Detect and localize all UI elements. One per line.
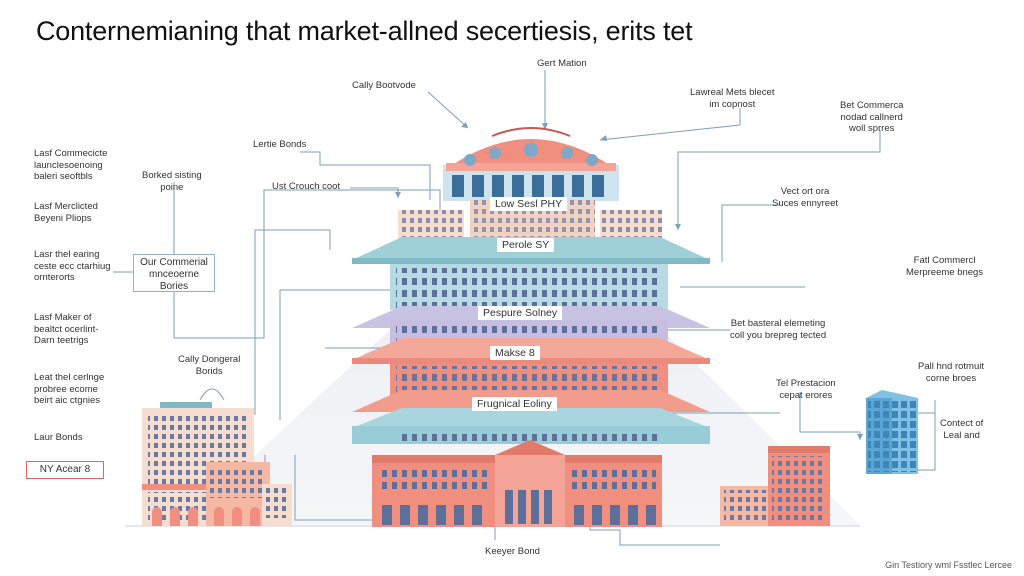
- right-buildings: [720, 446, 830, 526]
- label-ust-crouch: Ust Crouch coot: [272, 181, 341, 192]
- label-tol-prestaton: Tel Prestacion cepat erores: [776, 378, 836, 401]
- label-cally-bootvode: Cally Bootvode: [352, 80, 416, 91]
- tag-frugnical: Frugnical Eoliny: [472, 397, 557, 411]
- left-label-1: Lasf Commecicte launclesoenoing baleri s…: [34, 148, 108, 182]
- label-vect-ort: Vect ort ora Suces ennyreet: [772, 186, 839, 209]
- left-label-5: Leat thel cerlnge probree ecome beirt ai…: [34, 372, 105, 406]
- label-bet-commerca: Bet Commerca nodad callnerd woll sprres: [840, 100, 904, 134]
- base-building: [372, 440, 662, 527]
- box-ny-acear: NY Acear 8: [26, 461, 104, 479]
- dome: [443, 127, 619, 201]
- tag-low-seel: Low Sesl PHY: [490, 197, 568, 211]
- left-buildings: [142, 388, 292, 526]
- label-lawreal-mets: Lawreal Mets blecet im copnost: [690, 87, 775, 110]
- tag-makse: Makse 8: [490, 346, 540, 360]
- tag-pespure-sofney: Pespure Solney: [478, 306, 563, 320]
- left-label-6: Laur Bonds: [34, 432, 83, 443]
- label-fatl-commercl: Fatl Commercl Merpreeme bnegs: [906, 255, 984, 278]
- left-label-4: Lasf Maker of bealtct ocerlint- Darn tee…: [34, 312, 99, 346]
- page-title: Conternemianing that market-allned secer…: [36, 16, 693, 46]
- label-pall-hnd: Pall hnd rotmuit corne broes: [918, 361, 985, 384]
- tier-1: [352, 237, 710, 310]
- label-bet-basteral: Bet basteral elemeting coll you brepreg …: [730, 318, 827, 341]
- left-label-2: Lasf Merclicted Beyeni Pliops: [34, 201, 98, 224]
- label-contect-of: Contect of Leal and: [940, 418, 984, 441]
- label-gent-mation: Gert Mation: [537, 58, 587, 69]
- label-keeyer-bond: Keeyer Bond: [485, 546, 540, 557]
- label-lertie-bonds: Lertie Bonds: [253, 139, 307, 150]
- arrowheads: [395, 122, 863, 440]
- label-cally-dongeral: Cally Dongeral Borids: [178, 354, 241, 377]
- tag-periote-sy: Perole SY: [497, 238, 555, 252]
- box-our-commerial: Our Commerial mnceoerne Bories: [133, 254, 215, 292]
- glass-tower: [866, 390, 918, 474]
- label-bocked-sisting: Borked sisting poine: [142, 170, 202, 193]
- left-label-3: Lasr thel earing ceste ecc ctarhiug ornt…: [34, 249, 111, 283]
- footer-credit: Gin Testiory wml Fsstlec Lercee: [885, 560, 1012, 570]
